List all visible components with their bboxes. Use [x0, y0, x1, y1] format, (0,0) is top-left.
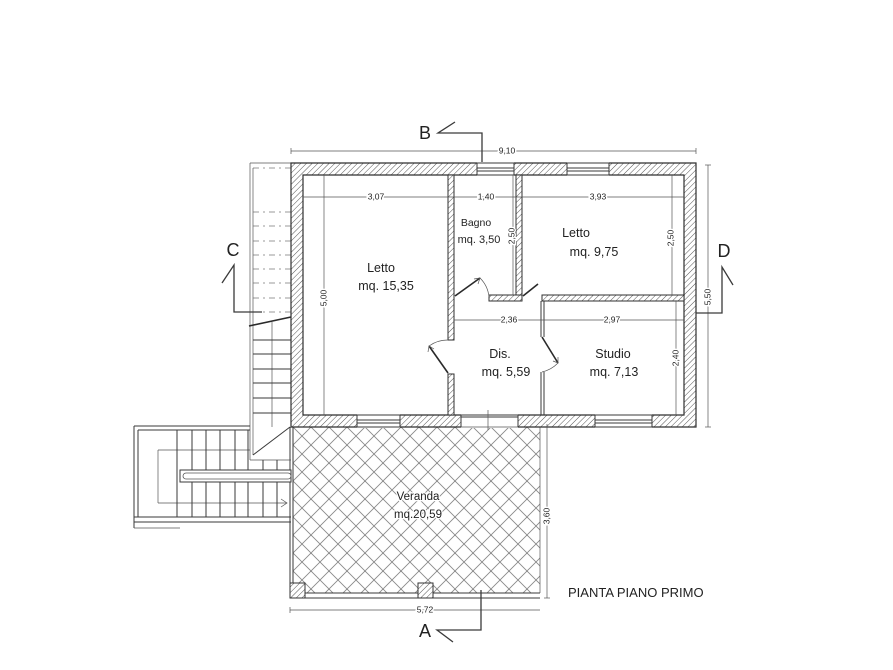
section-letter-c: C	[227, 240, 240, 260]
dimension-lines: 9,10 3,07 1,40 3,93 5,00 2,50 2,50 2,36 …	[289, 144, 714, 616]
interior-walls	[447, 174, 685, 416]
section-letter-d: D	[718, 241, 731, 261]
dim-bagno-depth: 2,50	[506, 227, 516, 244]
dim-overall-width: 9,10	[499, 145, 516, 155]
room-area-studio: mq. 7,13	[590, 365, 639, 379]
room-name-bagno: Bagno	[461, 217, 492, 229]
dim-veranda-width: 5,72	[417, 604, 434, 614]
door-letto-large	[427, 339, 449, 374]
stair-direction-arrow-icon	[280, 498, 288, 508]
room-name-veranda: Veranda	[397, 491, 440, 503]
room-area-bagno: mq. 3,50	[458, 234, 501, 246]
dim-letto-large-depth: 5,00	[318, 289, 328, 306]
veranda-floor-hatch	[293, 427, 540, 593]
room-area-letto-large: mq. 15,35	[358, 279, 414, 293]
door-veranda	[460, 410, 519, 430]
window-top-bagno	[476, 162, 515, 176]
room-area-veranda: mq.20,59	[394, 509, 442, 521]
dim-dis-width: 2,36	[501, 314, 518, 324]
room-name-letto-large: Letto	[367, 261, 395, 275]
dim-letto-large-width: 3,07	[368, 191, 385, 201]
pillar-left	[289, 582, 306, 599]
section-marker-a: A	[419, 590, 482, 643]
door-letto-small	[522, 283, 539, 297]
room-labels: Letto mq. 15,35 Bagno mq. 3,50 Letto mq.…	[358, 217, 639, 522]
room-name-dis: Dis.	[489, 347, 511, 361]
door-studio	[541, 336, 559, 373]
dim-studio-width: 2,97	[604, 314, 621, 324]
section-letter-a: A	[419, 621, 431, 641]
room-name-letto-small: Letto	[562, 226, 590, 240]
section-marker-c: C	[221, 240, 262, 313]
stair-handrail	[179, 469, 292, 483]
room-area-letto-small: mq. 9,75	[570, 245, 619, 259]
veranda	[289, 427, 541, 599]
staircase	[133, 162, 292, 529]
window-top-letto	[566, 162, 610, 176]
section-marker-d: D	[696, 241, 734, 314]
stair-cut-line	[248, 316, 292, 327]
section-marker-b: B	[419, 121, 483, 162]
dim-overall-depth: 5,50	[702, 288, 712, 305]
door-bagno	[454, 277, 490, 298]
dim-bagno-width: 1,40	[478, 191, 495, 201]
room-name-studio: Studio	[595, 347, 630, 361]
dim-letto-small-width: 3,93	[590, 191, 607, 201]
pillar-center	[417, 582, 434, 599]
plan-title: PIANTA PIANO PRIMO	[568, 585, 704, 600]
window-bottom-studio	[594, 414, 653, 428]
outer-walls	[290, 162, 697, 430]
section-letter-b: B	[419, 123, 431, 143]
window-bottom-letto	[356, 414, 401, 428]
dim-veranda-depth: 3,60	[541, 507, 551, 524]
dim-studio-depth: 2,40	[670, 349, 680, 366]
room-area-dis: mq. 5,59	[482, 365, 531, 379]
dim-letto-small-depth: 2,50	[665, 229, 675, 246]
